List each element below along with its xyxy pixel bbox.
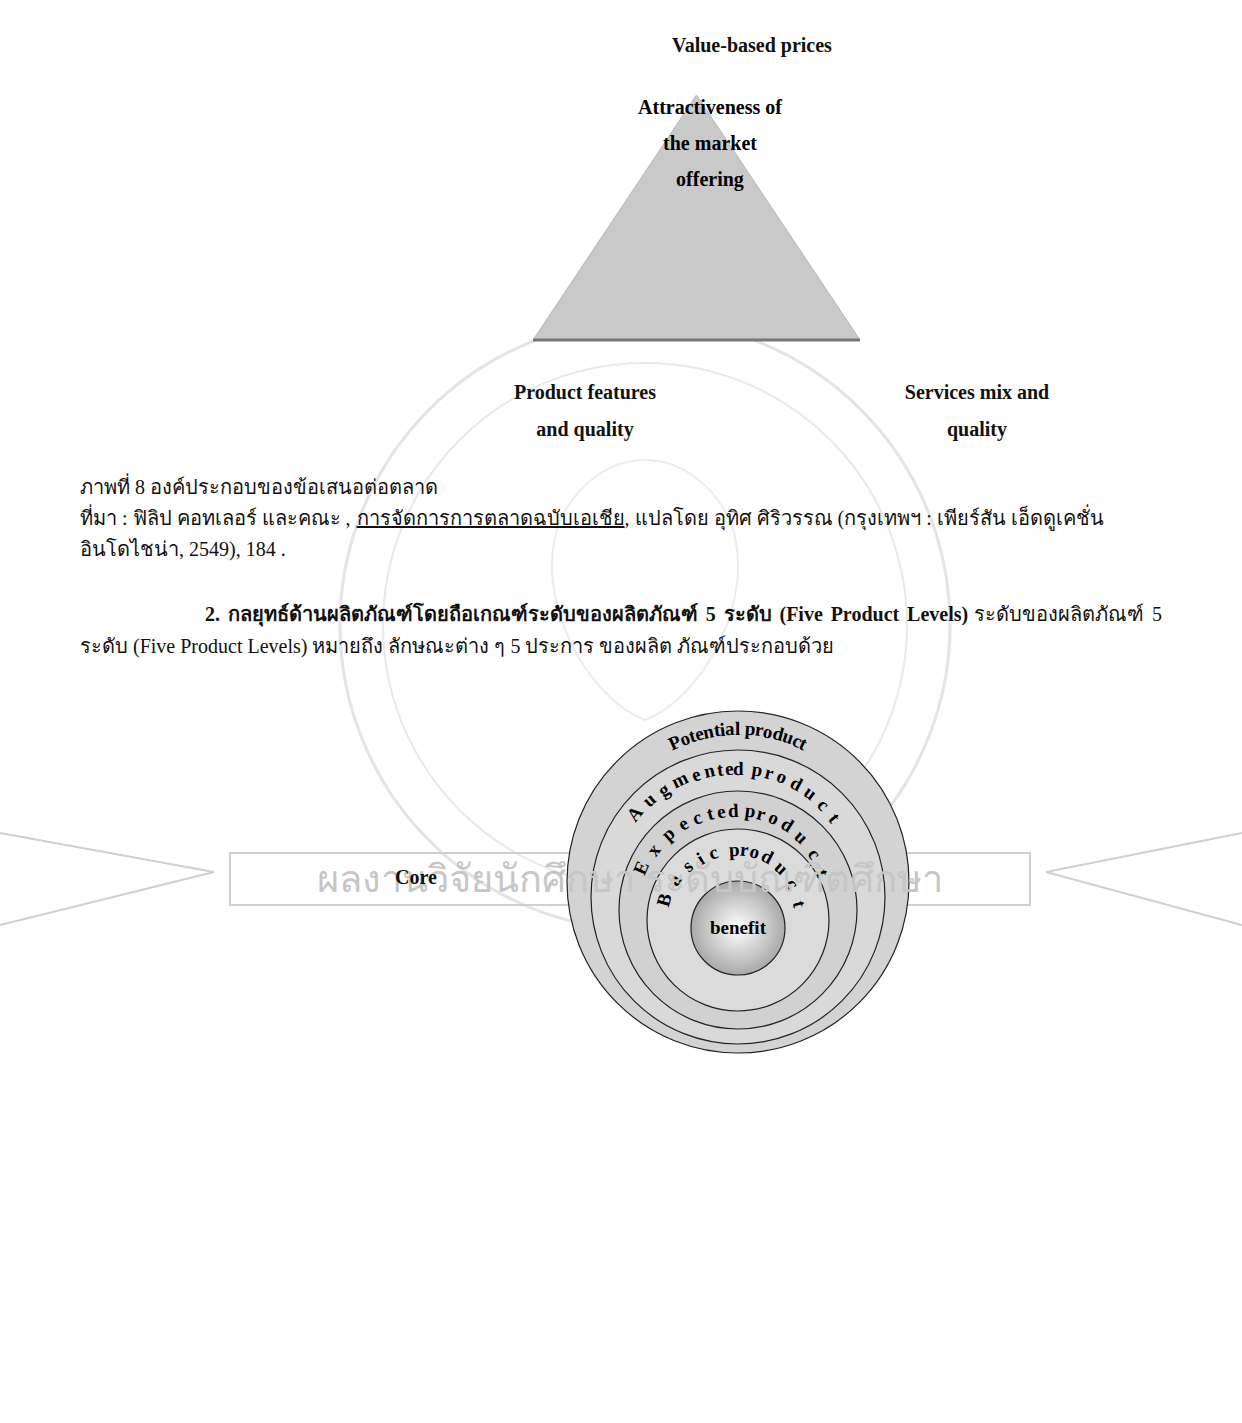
arc-letter: p bbox=[728, 839, 740, 861]
arc-letter: e bbox=[724, 758, 734, 781]
arc-letter: t bbox=[716, 759, 725, 782]
arc-letter: u bbox=[638, 788, 661, 811]
arc-letter: n bbox=[702, 760, 717, 784]
watermark-banner bbox=[230, 853, 1030, 905]
arc-letter: p bbox=[744, 718, 756, 741]
arc-letter: d bbox=[770, 722, 786, 746]
triangle-shape bbox=[533, 95, 860, 340]
arc-letter bbox=[740, 718, 745, 740]
product-level-ring: Expected productBasic productbenefit bbox=[618, 790, 858, 1030]
arc-letter: e bbox=[674, 813, 693, 836]
arc-letter: x bbox=[642, 839, 665, 860]
arc-letter: e bbox=[689, 763, 704, 787]
arc-letter: u bbox=[790, 826, 813, 849]
arc-letter: p bbox=[657, 823, 679, 847]
vertex-label: Product features and quality bbox=[500, 374, 670, 448]
arc-letter: o bbox=[761, 720, 775, 743]
watermark-text: ผลงานวิจัยนักศึกษา ระดับบัณฑิตศึกษา bbox=[230, 853, 1030, 905]
arc-letter: e bbox=[692, 722, 706, 745]
arc-letter: c bbox=[813, 794, 834, 816]
arc-letter: e bbox=[716, 800, 728, 823]
arc-letter: r bbox=[754, 719, 765, 742]
arc-letter: o bbox=[676, 727, 693, 751]
arc-letter: d bbox=[728, 800, 739, 822]
arc-letter: t bbox=[686, 725, 699, 748]
arc-letter: c bbox=[789, 729, 805, 753]
arc-letter: t bbox=[787, 899, 810, 910]
figure-caption: ภาพที่ 8 องค์ประกอบของข้อเสนอต่อตลาด bbox=[80, 472, 438, 503]
arc-letter bbox=[744, 758, 751, 780]
arc-letter: l bbox=[734, 718, 739, 740]
arc-letter: o bbox=[774, 765, 791, 789]
arc-letter: u bbox=[779, 725, 796, 749]
arc-letter: t bbox=[796, 733, 811, 756]
arc-letter: p bbox=[743, 800, 756, 823]
market-offering-triangle: Attractiveness of the market offering bbox=[533, 95, 860, 342]
core-label: Core bbox=[395, 866, 437, 889]
vertex-label: Services mix and quality bbox=[892, 374, 1062, 448]
arc-letter: d bbox=[777, 813, 798, 837]
section-heading: 2. กลยุทธ์ด้านผลิตภัณฑ์โดยถือเกณฑ์ระดับข… bbox=[205, 603, 968, 625]
source-text: ที่มา : ฟิลิป คอทเลอร์ และคณะ , bbox=[80, 507, 351, 529]
arc-letter: g bbox=[653, 778, 673, 802]
arc-letter: m bbox=[669, 766, 693, 793]
arc-letter: u bbox=[800, 781, 822, 805]
arc-letter: P bbox=[665, 730, 685, 755]
arc-letter: r bbox=[762, 761, 776, 784]
arc-letter: i bbox=[719, 719, 726, 741]
product-level-ring: Basic productbenefit bbox=[646, 828, 830, 1012]
arc-letter: c bbox=[690, 806, 706, 830]
ring-shape bbox=[647, 829, 829, 1011]
arc-letter: n bbox=[701, 720, 716, 744]
arc-letter: a bbox=[724, 718, 735, 740]
banner-chevron bbox=[0, 833, 214, 925]
arc-letter: p bbox=[750, 758, 764, 781]
banner-chevron bbox=[1046, 833, 1242, 925]
arc-letter: d bbox=[733, 758, 744, 780]
arc-letter: r bbox=[755, 802, 769, 825]
arc-letter bbox=[739, 800, 745, 822]
triangle-base bbox=[533, 339, 860, 342]
book-title: การจัดการการตลาดฉบับเอเชีย bbox=[357, 507, 625, 529]
arc-letter: t bbox=[823, 809, 844, 827]
vertex-label: Value-based prices bbox=[627, 34, 877, 57]
arc-letter: d bbox=[786, 771, 806, 795]
arc-letter: t bbox=[704, 803, 716, 826]
arc-letter: A bbox=[622, 802, 648, 827]
arc-letter: t bbox=[712, 719, 721, 742]
source-note: ที่มา : ฟิลิป คอทเลอร์ และคณะ , การจัดการ… bbox=[80, 503, 1120, 565]
seal-figure bbox=[552, 460, 738, 720]
arc-letter: o bbox=[765, 806, 782, 830]
body-paragraph: 2. กลยุทธ์ด้านผลิตภัณฑ์โดยถือเกณฑ์ระดับข… bbox=[80, 598, 1162, 662]
node-label: Attractiveness of the market offering bbox=[635, 89, 785, 197]
ring-shape bbox=[619, 791, 857, 1029]
